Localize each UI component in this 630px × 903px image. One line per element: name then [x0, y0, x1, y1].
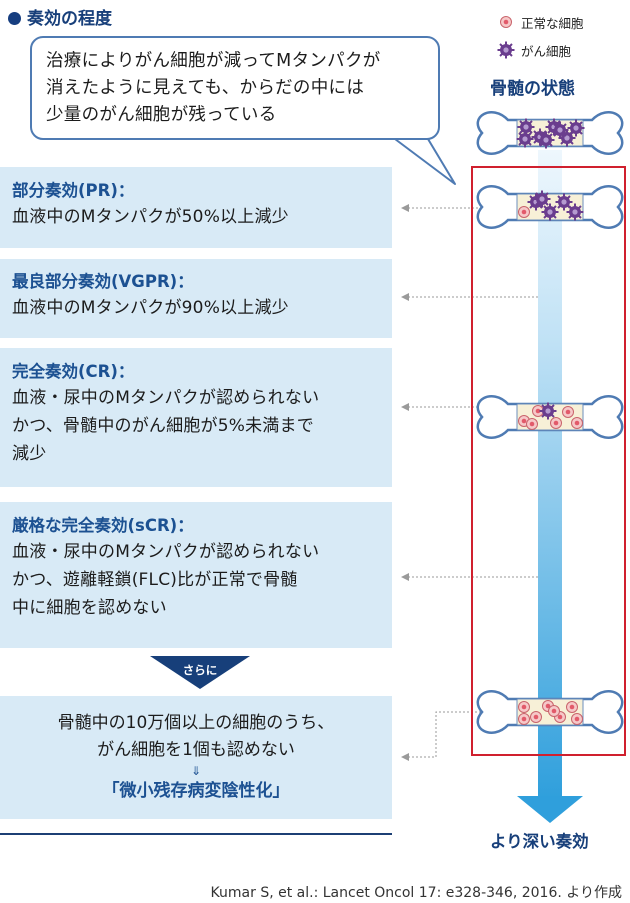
legend-cancer-label: がん細胞	[521, 44, 572, 59]
down-arrow-icon: ⇓	[190, 764, 202, 778]
mrd-text: 骨髄中の10万個以上の細胞のうち、	[57, 713, 335, 733]
level-text: 減少	[12, 444, 47, 464]
level-text: かつ、骨髄中のがん細胞が5%未満まで	[12, 416, 314, 436]
deeper-response-label: より深い奏効	[490, 832, 589, 851]
mrd-text: がん細胞を1個も認めない	[97, 740, 295, 760]
level-heading: 最良部分奏効(VGPR)：	[12, 272, 194, 291]
level-cr-panel: 完全奏効(CR)： 血液・尿中のMタンパクが認められない かつ、骨髄中のがん細胞…	[0, 348, 392, 487]
response-range-frame	[471, 166, 626, 756]
level-text: 中に細胞を認めない	[12, 598, 167, 618]
bubble-line: 消えたように見えても、からだの中には	[46, 78, 365, 98]
level-text: 血液中のMタンパクが50%以上減少	[12, 207, 289, 227]
bullet-icon	[8, 12, 21, 25]
source-citation: Kumar S, et al.: Lancet Oncol 17: e328-3…	[210, 885, 622, 901]
level-pr-panel: 部分奏効(PR)： 血液中のMタンパクが50%以上減少	[0, 167, 392, 248]
level-heading: 部分奏効(PR)：	[12, 181, 135, 200]
level-vgpr-panel: 最良部分奏効(VGPR)： 血液中のMタンパクが90%以上減少	[0, 259, 392, 338]
level-scr-panel: 厳格な完全奏効(sCR)： 血液・尿中のMタンパクが認められない かつ、遊離軽鎖…	[0, 502, 392, 648]
level-heading: 完全奏効(CR)：	[12, 362, 135, 381]
level-heading: 厳格な完全奏効(sCR)：	[12, 516, 194, 535]
level-text: 血液・尿中のMタンパクが認められない	[12, 388, 320, 408]
bottom-divider	[0, 833, 392, 835]
section-title: 奏効の程度	[8, 4, 112, 29]
bubble-line: 治療によりがん細胞が減ってMタンパクが	[46, 51, 381, 71]
arrowhead-icon	[517, 796, 583, 823]
level-text: 血液・尿中のMタンパクが認められない	[12, 542, 320, 562]
bubble-tail	[394, 138, 456, 185]
bone-before-treatment	[476, 111, 624, 155]
level-text: 血液中のMタンパクが90%以上減少	[12, 298, 289, 318]
further-label: さらに	[182, 663, 218, 677]
bone-marrow-title: 骨髄の状態	[490, 79, 575, 99]
mrd-result: 「微小残存病変陰性化」	[102, 781, 290, 801]
speech-bubble: 治療によりがん細胞が減ってMタンパクが 消えたように見えても、からだの中には 少…	[30, 36, 440, 140]
mrd-panel: 骨髄中の10万個以上の細胞のうち、 がん細胞を1個も認めない ⇓ 「微小残存病変…	[0, 696, 392, 819]
connector-arrowheads	[401, 204, 409, 761]
legend-normal-label: 正常な細胞	[521, 16, 584, 31]
deeper-response-arrow	[538, 150, 562, 800]
further-chevron	[150, 656, 250, 689]
level-text: かつ、遊離軽鎖(FLC)比が正常で骨髄	[12, 570, 298, 590]
bubble-line: 少量のがん細胞が残っている	[46, 105, 277, 125]
